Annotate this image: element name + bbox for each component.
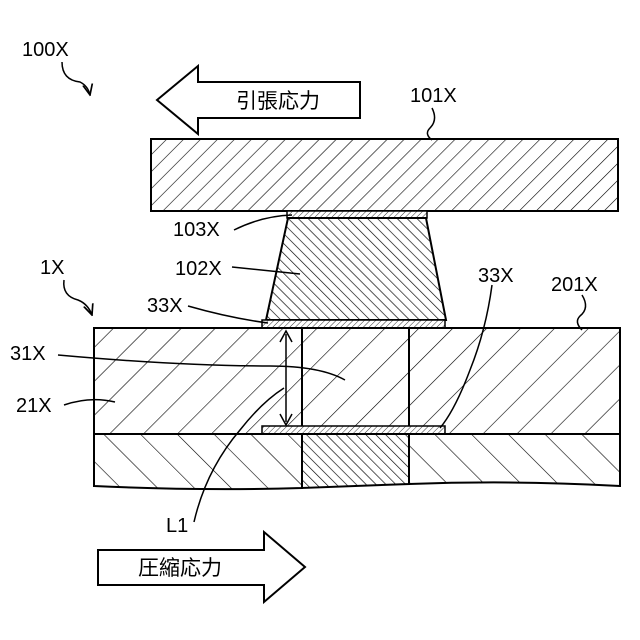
via-31x bbox=[302, 328, 409, 434]
label-33x-left: 33X bbox=[147, 295, 183, 317]
label-31x: 31X bbox=[10, 343, 46, 365]
label-1x: 1X bbox=[40, 257, 64, 279]
label-33x-right: 33X bbox=[478, 265, 514, 287]
leader-33x-left bbox=[188, 306, 268, 323]
leader-103x bbox=[234, 215, 292, 230]
label-100x: 100X bbox=[22, 39, 69, 61]
leader-1x bbox=[64, 280, 92, 315]
leader-100x bbox=[62, 62, 90, 95]
lower-layer-left bbox=[94, 434, 302, 489]
tensile-stress-label: 引張応力 bbox=[236, 89, 320, 113]
leader-201x bbox=[577, 295, 585, 330]
pad-33x-lower bbox=[262, 426, 445, 434]
layer-21x-right bbox=[409, 328, 620, 434]
upper-member-101x bbox=[151, 139, 618, 211]
label-21x: 21X bbox=[16, 395, 52, 417]
leader-101x bbox=[427, 108, 434, 140]
label-101x: 101X bbox=[410, 85, 457, 107]
lower-layer-core bbox=[302, 434, 409, 488]
lower-layer-right bbox=[409, 434, 620, 486]
label-l1: L1 bbox=[166, 515, 188, 537]
layer-21x-left bbox=[94, 328, 302, 434]
label-103x: 103X bbox=[173, 219, 220, 241]
compressive-stress-label: 圧縮応力 bbox=[138, 556, 222, 580]
label-102x: 102X bbox=[175, 258, 222, 280]
film-103x bbox=[287, 211, 427, 218]
bump-102x bbox=[266, 218, 446, 320]
label-201x: 201X bbox=[551, 274, 598, 296]
pad-33x-upper bbox=[262, 320, 445, 328]
